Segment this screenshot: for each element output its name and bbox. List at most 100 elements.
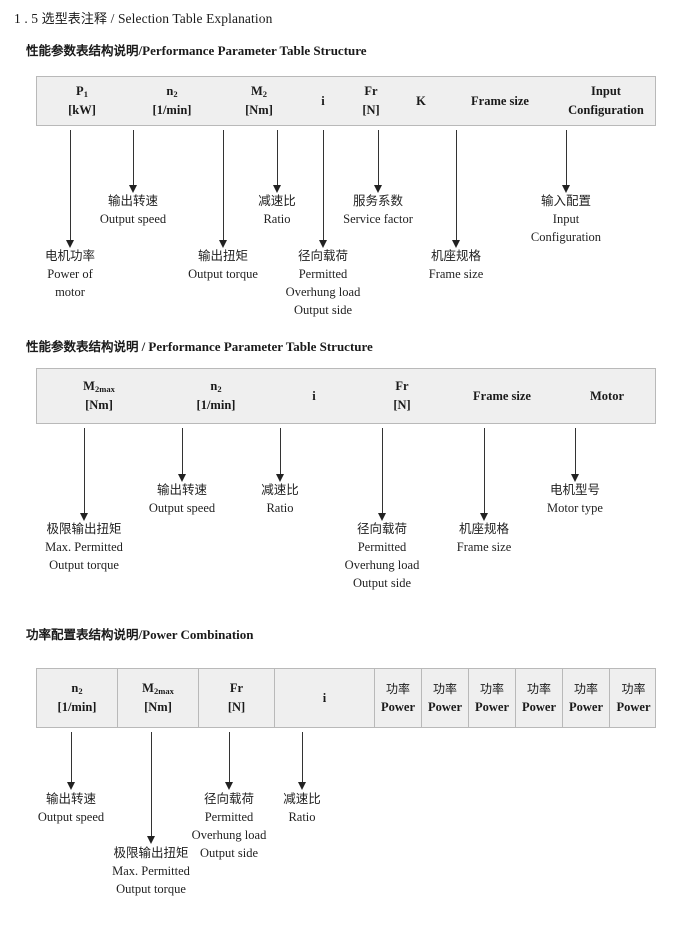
table3-col-power-3: 功率 Power <box>469 669 516 727</box>
note-permitted-overhung-load-2-en-2: Overhung load <box>344 558 420 573</box>
table3-col-power-3-cn: 功率 <box>479 681 504 696</box>
subsection-heading-3: 功率配置表结构说明/Power Combination <box>26 624 254 643</box>
note-output-torque-en-1: Output torque <box>188 267 258 282</box>
table1-col-fr: Fr [N] <box>345 77 397 125</box>
note-ratio: 减速比 Ratio <box>258 192 296 228</box>
note-max-permitted-output-torque-3: 极限输出扭矩 Max. Permitted Output torque <box>112 844 190 898</box>
note-output-torque: 输出扭矩 Output torque <box>188 247 258 283</box>
note-max-permitted-output-torque-3-en-1: Max. Permitted <box>112 864 190 879</box>
table3-col-power-4-line2: Power <box>521 699 556 714</box>
table3-col-power-5-cn: 功率 <box>573 681 598 696</box>
subsection-heading-1: 性能参数表结构说明/Performance Parameter Table St… <box>26 40 367 59</box>
table2-col-n2-line1: n2 <box>210 379 222 395</box>
note-power-of-motor-en-1: Power of <box>47 267 93 282</box>
note-max-permitted-output-torque-cn: 极限输出扭矩 <box>46 521 122 536</box>
table2-col-m2max: M2max [Nm] <box>37 369 161 423</box>
table3-col-m2max-line1: M2max <box>142 681 174 697</box>
note-power-of-motor-en-2: motor <box>55 285 85 300</box>
table2-col-fr: Fr [N] <box>357 369 447 423</box>
table3-col-fr-line2: [N] <box>227 700 246 714</box>
subsection-heading-3-en: Power Combination <box>142 627 254 642</box>
table1-col-k: K <box>397 77 445 125</box>
table1-col-n2-subscript: 2 <box>173 89 178 100</box>
subsection-heading-3-cn: 功率配置表结构说明 <box>26 627 139 642</box>
note-permitted-overhung-load-2-en-1: Permitted <box>357 540 407 555</box>
note-ratio-2: 减速比 Ratio <box>261 481 299 517</box>
table3-col-power-6-cn: 功率 <box>621 681 646 696</box>
table1-col-fr-line2: [N] <box>362 103 380 117</box>
section-title-cn: 选型表注释 <box>41 12 108 27</box>
table1-col-k-line1: K <box>416 93 426 108</box>
table1-col-m2-line1: M2 <box>250 84 268 100</box>
table3-col-power-1-cn: 功率 <box>385 681 410 696</box>
note-permitted-overhung-load-en-1: Permitted <box>298 267 348 282</box>
note-ratio-2-en-1: Ratio <box>266 501 294 516</box>
table2-col-frame-size-line1: Frame size <box>473 388 531 403</box>
table3-col-n2: n2 [1/min] <box>37 669 118 727</box>
note-output-speed-2-cn: 输出转速 <box>156 482 207 497</box>
performance-parameter-table-2: M2max [Nm] n2 [1/min] i Fr [N] Frame siz… <box>36 368 656 424</box>
section-title-en: Selection Table Explanation <box>117 11 273 26</box>
table3-col-i: i <box>275 669 375 727</box>
table2-col-n2: n2 [1/min] <box>161 369 271 423</box>
table1-col-input-configuration-line2: Configuration <box>568 103 644 117</box>
table1-col-p1-line2: [kW] <box>68 103 96 117</box>
table1-col-m2-subscript: 2 <box>262 89 268 100</box>
note-permitted-overhung-load-3-en-2: Overhung load <box>191 828 267 843</box>
note-output-torque-cn: 输出扭矩 <box>197 248 249 263</box>
table2-col-fr-line2: [N] <box>393 398 411 412</box>
note-permitted-overhung-load-2-cn: 径向载荷 <box>356 521 408 536</box>
table1-col-n2-line1: n2 <box>166 84 178 100</box>
note-output-speed-cn: 输出转速 <box>107 193 158 208</box>
note-max-permitted-output-torque-3-en-2: Output torque <box>116 882 186 897</box>
table1-col-p1: P1 [kW] <box>37 77 127 125</box>
table1-col-i-line1: i <box>321 93 325 108</box>
subsection-heading-2: 性能参数表结构说明 / Performance Parameter Table … <box>26 336 373 355</box>
note-permitted-overhung-load-en-3: Output side <box>294 303 352 318</box>
table3-col-power-6: 功率 Power <box>610 669 657 727</box>
note-permitted-overhung-load-2-en-3: Output side <box>353 576 411 591</box>
note-ratio-cn: 减速比 <box>258 193 296 208</box>
note-output-speed-3-en-1: Output speed <box>37 810 105 825</box>
note-service-factor: 服务系数 Service factor <box>343 192 413 228</box>
note-output-speed-en-1: Output speed <box>99 212 167 227</box>
page-title: 1 . 5 选型表注释 / Selection Table Explanatio… <box>14 8 272 27</box>
table1-col-n2-line2: [1/min] <box>152 103 192 117</box>
note-service-factor-en-1: Service factor <box>343 212 413 227</box>
note-motor-type-en-1: Motor type <box>547 501 603 516</box>
table1-col-frame-size: Frame size <box>445 77 555 125</box>
note-max-permitted-output-torque: 极限输出扭矩 Max. Permitted Output torque <box>45 520 123 574</box>
note-ratio-en-1: Ratio <box>263 212 291 227</box>
subsection-heading-1-sep: / <box>138 43 143 58</box>
table3-col-i-line1: i <box>322 690 327 705</box>
note-output-speed-2: 输出转速 Output speed <box>149 481 215 517</box>
table3-col-power-1-line2: Power <box>380 699 415 714</box>
table3-col-fr-line1: Fr <box>229 681 244 696</box>
note-output-speed-3: 输出转速 Output speed <box>38 790 104 826</box>
table1-col-p1-subscript: 1 <box>83 89 88 100</box>
section-number: 1 . 5 <box>14 11 39 26</box>
table2-col-n2-subscript: 2 <box>217 384 222 395</box>
note-input-configuration-cn: 输入配置 <box>540 193 592 208</box>
table1-col-m2-line2: [Nm] <box>245 103 273 117</box>
table3-col-power-4-cn: 功率 <box>526 681 551 696</box>
note-permitted-overhung-load-cn: 径向载荷 <box>297 248 349 263</box>
note-permitted-overhung-load-3-en-1: Permitted <box>204 810 254 825</box>
table1-col-input-configuration: Input Configuration <box>555 77 657 125</box>
table3-col-power-1: 功率 Power <box>375 669 422 727</box>
table2-col-frame-size: Frame size <box>447 369 557 423</box>
note-max-permitted-output-torque-3-cn: 极限输出扭矩 <box>113 845 189 860</box>
table2-col-fr-line1: Fr <box>395 379 409 394</box>
subsection-heading-2-en: Performance Parameter Table Structure <box>148 339 373 354</box>
note-permitted-overhung-load-3-cn: 径向载荷 <box>203 791 255 806</box>
table3-col-power-5: 功率 Power <box>563 669 610 727</box>
note-frame-size-2-cn: 机座规格 <box>458 521 509 536</box>
table3-col-power-2: 功率 Power <box>422 669 469 727</box>
section-title-separator: / <box>110 11 115 26</box>
subsection-heading-3-sep: / <box>138 627 143 642</box>
table2-col-m2max-line2: [Nm] <box>85 398 113 412</box>
note-ratio-3-en-1: Ratio <box>288 810 316 825</box>
table3-col-n2-line2: [1/min] <box>57 700 97 714</box>
note-max-permitted-output-torque-en-2: Output torque <box>49 558 119 573</box>
table1-col-frame-size-line1: Frame size <box>471 93 529 108</box>
